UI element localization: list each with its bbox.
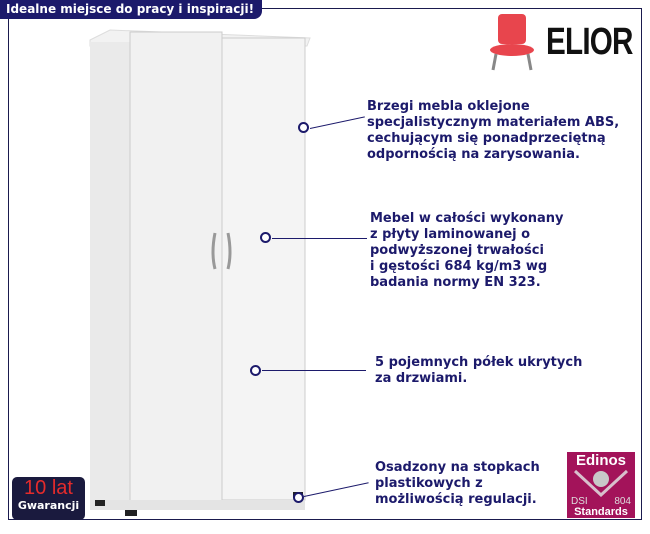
chair-icon: [490, 14, 534, 71]
frame: [8, 8, 642, 520]
cert-right: 804: [614, 496, 631, 507]
feature-marker: [260, 232, 271, 243]
banner: Idealne miejsce do pracy i inspiracji!: [0, 0, 263, 19]
cert-bottom: Standards: [574, 506, 628, 518]
cert-left: DSI: [571, 496, 588, 507]
warranty-badge: 10 lat Gwarancji: [12, 477, 85, 520]
feature-abs-edges: Brzegi mebla oklejone specjalistycznym m…: [367, 99, 620, 162]
feature-marker: [298, 122, 309, 133]
certificate-badge: Edinos DSI 804 Standards: [567, 452, 635, 518]
feature-laminate: Mebel w całości wykonany z płyty laminow…: [370, 211, 564, 290]
feature-shelves: 5 pojemnych półek ukrytych za drzwiami.: [375, 355, 583, 386]
brand-name: ELIOR: [546, 20, 633, 63]
wardrobe-image: [89, 29, 311, 516]
cert-top: Edinos: [575, 452, 626, 469]
brand-logo: ELIOR: [488, 12, 650, 72]
warranty-years: 10 lat: [24, 477, 73, 499]
feature-marker: [250, 365, 261, 376]
check-icon: [573, 469, 629, 497]
warranty-label: Gwarancji: [17, 499, 80, 512]
feature-feet: Osadzony na stopkach plastikowych z możl…: [375, 460, 540, 507]
feature-marker: [293, 492, 304, 503]
